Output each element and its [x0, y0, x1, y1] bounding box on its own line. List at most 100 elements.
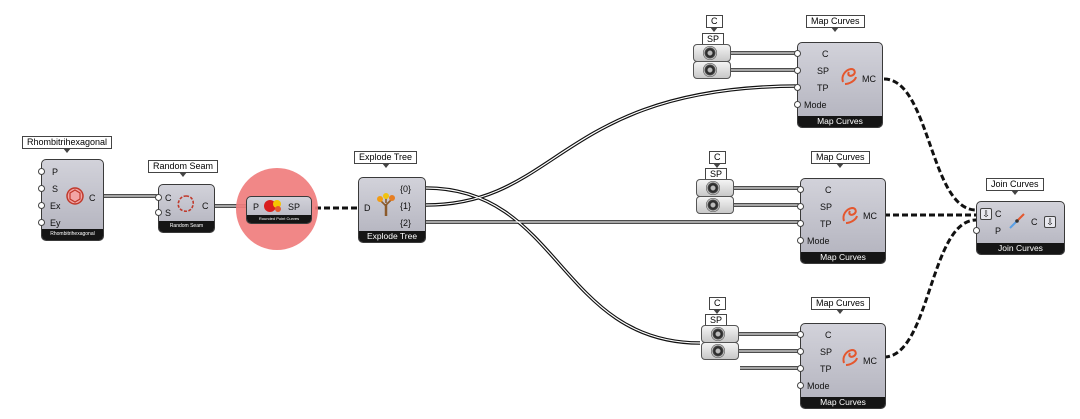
explode-tree-label: Explode Tree — [354, 151, 418, 168]
input-grip[interactable] — [794, 101, 801, 108]
map-curves-footer: Map Curves — [801, 397, 885, 408]
param-c-pill[interactable] — [693, 44, 731, 62]
rhombitrihexagonal-footer: Rhombitrihexagonal — [42, 229, 103, 240]
map-curves-icon — [842, 348, 858, 366]
param-c-label: C — [709, 297, 726, 314]
input-grip[interactable] — [797, 203, 804, 210]
input-c-label: C — [165, 193, 172, 203]
flatten-icon: ⇩ — [980, 208, 992, 220]
input-c-label: C — [825, 330, 832, 340]
input-grip[interactable] — [797, 348, 804, 355]
param-gear-icon — [711, 344, 725, 358]
param-c-label: C — [709, 151, 726, 168]
input-grip[interactable] — [973, 227, 980, 234]
explode-tree-footer: Explode Tree — [359, 231, 425, 242]
input-ey-label: Ey — [50, 218, 61, 228]
input-s-label: S — [52, 184, 59, 194]
param-gear-icon — [703, 46, 717, 60]
input-grip[interactable] — [38, 202, 45, 209]
output-mc-label: MC — [863, 356, 877, 366]
input-tp-label: TP — [820, 219, 832, 229]
output-2-label: {2} — [400, 218, 412, 228]
map-curves-body[interactable]: C SP TP Mode MC Map Curves — [797, 323, 886, 409]
rhombitrihexagonal-body[interactable]: P S Ex Ey C Rhombitrihexagonal — [38, 159, 104, 241]
explode-tree-icon — [377, 193, 395, 216]
param-c-pill[interactable] — [701, 325, 739, 343]
input-c-label: C — [995, 209, 1002, 219]
graft-icon: ⇩ — [1044, 216, 1056, 228]
map-curves-body[interactable]: C SP TP Mode MC Map Curves — [797, 178, 886, 264]
rounded-point-curves-footer: Rounded Point Curves — [247, 215, 311, 223]
map-curves-icon — [841, 67, 857, 85]
input-grip[interactable] — [797, 220, 804, 227]
input-grip[interactable] — [38, 219, 45, 226]
output-c-label: C — [1031, 217, 1038, 227]
input-grip[interactable] — [794, 67, 801, 74]
input-d-label: D — [364, 203, 371, 213]
input-grip[interactable] — [38, 185, 45, 192]
map-curves-footer: Map Curves — [801, 252, 885, 263]
input-sp-label: SP — [820, 347, 833, 357]
join-curves-footer: Join Curves — [977, 243, 1064, 254]
input-grip[interactable] — [797, 237, 804, 244]
join-curves-icon — [1009, 213, 1025, 229]
input-grip[interactable] — [797, 186, 804, 193]
output-1-label: {1} — [400, 201, 412, 211]
output-mc-label: MC — [863, 211, 877, 221]
input-mode-label: Mode — [807, 381, 830, 391]
input-sp-label: SP — [820, 202, 833, 212]
output-c-label: C — [202, 201, 209, 211]
map-curves-body[interactable]: C SP TP Mode MC Map Curves — [794, 42, 883, 128]
map-curves-label: Map Curves — [811, 297, 870, 314]
input-mode-label: Mode — [804, 100, 827, 110]
input-grip[interactable] — [797, 365, 804, 372]
input-grip[interactable] — [794, 50, 801, 57]
param-gear-icon — [706, 198, 720, 212]
input-c-label: C — [825, 185, 832, 195]
input-s-label: S — [165, 208, 172, 218]
join-curves-label: Join Curves — [986, 178, 1044, 195]
param-c-pill[interactable] — [696, 179, 734, 197]
output-sp-label: SP — [288, 202, 301, 212]
param-gear-icon — [703, 63, 717, 77]
point-curve-icon — [264, 200, 281, 212]
input-grip[interactable] — [797, 331, 804, 338]
input-grip[interactable] — [38, 168, 45, 175]
input-grip[interactable] — [155, 209, 162, 216]
output-mc-label: MC — [862, 74, 876, 84]
random-seam-icon — [177, 195, 195, 213]
rhombitrihexagonal-label: Rhombitrihexagonal — [22, 136, 113, 153]
param-sp-pill[interactable] — [701, 342, 739, 360]
input-grip[interactable] — [797, 382, 804, 389]
param-c-label: C — [706, 15, 723, 32]
random-seam-body[interactable]: C S C Random Seam — [155, 184, 215, 233]
input-ex-label: Ex — [50, 201, 61, 211]
output-0-label: {0} — [400, 184, 412, 194]
map-curves-label: Map Curves — [806, 15, 865, 32]
join-curves-body[interactable]: ⇩ C P C ⇩ Join Curves — [973, 201, 1065, 255]
param-gear-icon — [706, 181, 720, 195]
param-sp-pill[interactable] — [693, 61, 731, 79]
param-sp-pill[interactable] — [696, 196, 734, 214]
input-tp-label: TP — [817, 83, 829, 93]
param-gear-icon — [711, 327, 725, 341]
input-grip[interactable] — [794, 84, 801, 91]
random-seam-footer: Random Seam — [159, 221, 214, 232]
input-p-label: P — [253, 202, 260, 212]
random-seam-label: Random Seam — [148, 160, 219, 177]
rounded-point-curves-body[interactable]: P SP Rounded Point Curves — [246, 196, 312, 224]
input-p-label: P — [995, 226, 1002, 236]
input-sp-label: SP — [817, 66, 830, 76]
input-p-label: P — [52, 167, 59, 177]
dashed-wires — [315, 77, 977, 359]
output-c-label: C — [89, 193, 96, 203]
input-c-label: C — [822, 49, 829, 59]
input-tp-label: TP — [820, 364, 832, 374]
input-mode-label: Mode — [807, 236, 830, 246]
explode-tree-body[interactable]: D {0} {1} {2} Explode Tree — [358, 177, 426, 243]
map-curves-label: Map Curves — [811, 151, 870, 168]
map-curves-footer: Map Curves — [798, 116, 882, 127]
rhombitrihexagonal-icon — [66, 187, 84, 205]
input-grip[interactable] — [155, 194, 162, 201]
